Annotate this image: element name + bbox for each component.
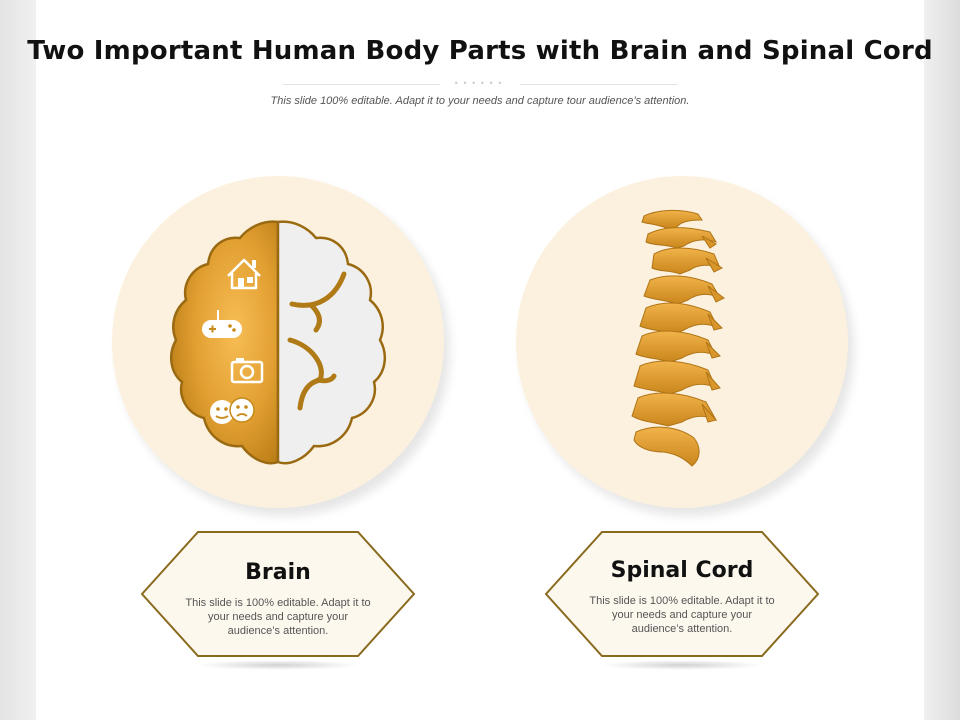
spine-card: Spinal Cord This slide is 100% editable.… bbox=[544, 530, 820, 658]
spine-card-title: Spinal Cord bbox=[610, 558, 754, 583]
theater-masks-icon bbox=[210, 397, 255, 424]
spine-icon bbox=[631, 209, 725, 467]
gamepad-icon bbox=[202, 310, 242, 338]
camera-icon bbox=[230, 358, 264, 384]
brain-card-shadow bbox=[196, 660, 360, 670]
brain-circle bbox=[112, 176, 444, 508]
spine-card-shadow bbox=[600, 660, 764, 670]
background-left-panel bbox=[0, 0, 40, 720]
brain-card-text: This slide is 100% editable. Adapt it to… bbox=[185, 597, 371, 637]
divider-dots: •••••• bbox=[440, 80, 520, 88]
brain-icon bbox=[169, 220, 387, 465]
page-subtitle: This slide 100% editable. Adapt it to yo… bbox=[270, 95, 690, 107]
page-title: Two Important Human Body Parts with Brai… bbox=[27, 36, 933, 66]
brain-card: Brain This slide is 100% editable. Adapt… bbox=[140, 530, 416, 658]
background-right-panel bbox=[920, 0, 960, 720]
spine-circle bbox=[516, 176, 848, 508]
spine-card-text: This slide is 100% editable. Adapt it to… bbox=[589, 595, 775, 635]
brain-card-title: Brain bbox=[245, 560, 311, 585]
home-icon bbox=[227, 258, 261, 290]
